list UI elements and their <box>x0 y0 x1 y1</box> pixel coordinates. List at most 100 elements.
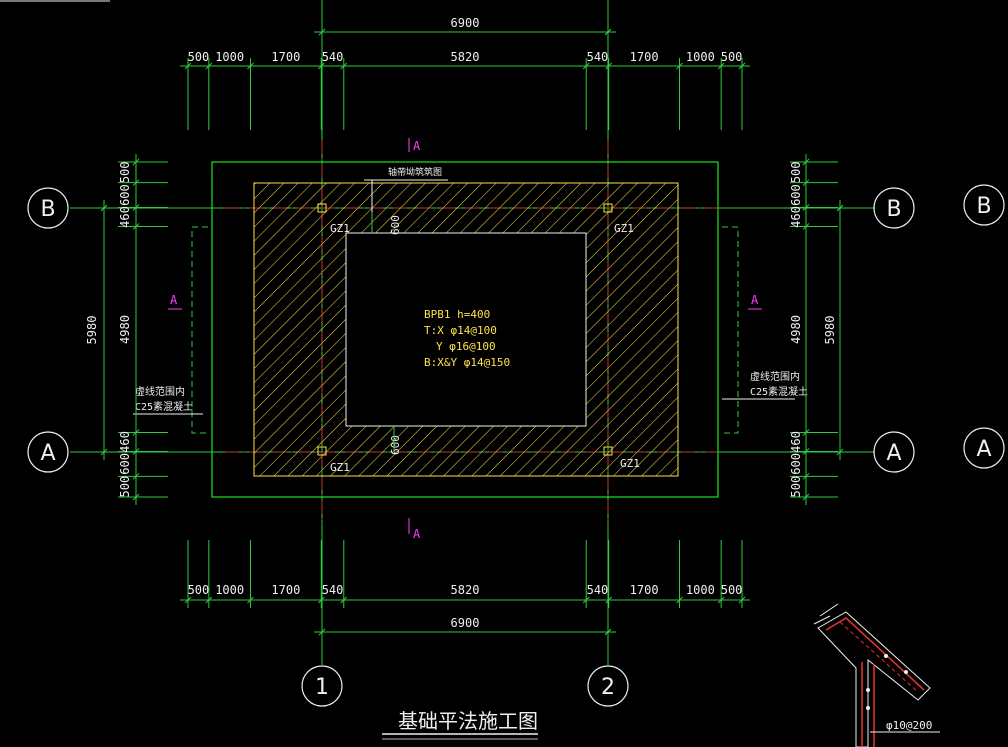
dim-label: 460 <box>118 431 132 453</box>
axis-label-bottom-2: 2 <box>601 675 615 700</box>
dim-tick <box>802 223 810 230</box>
dim-label: 500 <box>118 476 132 498</box>
column-marker <box>317 203 327 213</box>
note-text: C25素混凝土 <box>750 385 808 398</box>
note-text: 虚线范围内 <box>750 370 800 383</box>
column-marker <box>603 446 613 456</box>
outer-boundary <box>211 161 719 498</box>
slab-note-line: Y φ16@100 <box>436 340 496 353</box>
slab-note: BPB1 h=400 T:X φ14@100 Y φ16@100 B:X&Y φ… <box>424 308 510 369</box>
dim-tick <box>340 62 348 70</box>
slab-note-line: B:X&Y φ14@150 <box>424 356 510 369</box>
slab-note-line: BPB1 h=400 <box>424 308 490 321</box>
dim-tick <box>132 472 140 480</box>
section-mark: A <box>751 293 759 307</box>
axis-label-right-a: A <box>886 441 901 466</box>
dim-tick <box>318 628 326 636</box>
section-markers <box>168 138 762 534</box>
dim-tick <box>717 62 725 70</box>
dim-label: 500 <box>188 583 210 597</box>
axis-label-bottom-1: 1 <box>315 675 329 700</box>
dim-tick <box>132 493 140 501</box>
drawing-title: 基础平法施工图 <box>398 709 538 733</box>
dim-tick <box>132 223 140 230</box>
dim-label: 1700 <box>630 583 659 597</box>
column-label: GZ1 <box>330 222 350 235</box>
dim-tick <box>802 493 810 501</box>
dim-tick <box>205 62 213 70</box>
section-mark: A <box>170 293 178 307</box>
dim-label: 460 <box>789 206 803 228</box>
dim-tick <box>676 596 683 604</box>
dim-tick <box>582 62 590 70</box>
dim-label: 4980 <box>118 315 132 344</box>
dim-label: 600 <box>118 184 132 206</box>
dim-tick <box>582 596 590 604</box>
dim-label: 1000 <box>215 583 244 597</box>
dim-tick <box>100 448 108 456</box>
axis-label-left-b: B <box>40 197 55 222</box>
dim-label: 500 <box>721 50 743 64</box>
dim-tick <box>132 179 140 187</box>
axis-label-farright-a: A <box>976 437 991 462</box>
slab-note-line: T:X φ14@100 <box>424 324 497 337</box>
dim-label: 600 <box>789 184 803 206</box>
dim-label: 1700 <box>271 50 300 64</box>
column-markers <box>317 203 613 456</box>
dim-tick <box>802 472 810 480</box>
column-label: GZ1 <box>620 457 640 470</box>
dim-label: 500 <box>789 161 803 183</box>
axis-label-right-b: B <box>886 197 901 222</box>
dim-tick <box>738 596 746 604</box>
dim-label: 540 <box>322 50 344 64</box>
dim-tick <box>184 62 192 70</box>
dim-tick <box>676 62 683 70</box>
dim-label: 460 <box>118 206 132 228</box>
leader-note: 轴帶坳筑筑图 <box>388 166 442 178</box>
dim-tick <box>802 158 810 166</box>
dim-label: 540 <box>587 583 609 597</box>
dim-label: 500 <box>721 583 743 597</box>
axis-label-farright-b: B <box>976 194 991 219</box>
section-mark: A <box>413 139 421 153</box>
dim-tick <box>132 158 140 166</box>
dim-tick <box>836 448 844 456</box>
dim-label: 1000 <box>215 50 244 64</box>
section-mark: A <box>413 527 421 541</box>
note-text: 虚线范围内 <box>135 385 185 398</box>
inner-dim: 600 <box>389 435 402 455</box>
right-dashed-zone <box>722 226 739 434</box>
dim-label: 4980 <box>789 315 803 344</box>
dim-tick <box>738 62 746 70</box>
dim-label: 5820 <box>451 583 480 597</box>
dim-label: 460 <box>789 431 803 453</box>
column-label: GZ1 <box>614 222 634 235</box>
dim-label: 600 <box>118 453 132 475</box>
dim-tick <box>802 204 810 211</box>
dim-label: 1000 <box>686 50 715 64</box>
column-marker <box>603 203 613 213</box>
dim-tick <box>802 429 810 436</box>
slab-opening <box>345 232 587 427</box>
dim-tick <box>717 596 725 604</box>
dim-tick <box>836 204 844 212</box>
dim-tick <box>184 596 192 604</box>
rebar-label: φ10@200 <box>886 719 932 732</box>
axis-label-left-a: A <box>40 441 55 466</box>
dim-tick <box>247 62 254 70</box>
dim-tick <box>317 596 325 604</box>
dim-tick <box>247 596 254 604</box>
left-dashed-zone <box>191 226 208 434</box>
dim-tick <box>802 448 810 455</box>
dim-total-label: 6900 <box>451 616 480 630</box>
dim-label: 500 <box>188 50 210 64</box>
dim-tick <box>340 596 348 604</box>
column-marker <box>317 446 327 456</box>
dim-label: 1700 <box>630 50 659 64</box>
dim-label: 1700 <box>271 583 300 597</box>
dim-tick <box>802 179 810 187</box>
dim-tick <box>205 596 213 604</box>
dim-label: 600 <box>789 453 803 475</box>
dim-tick <box>317 62 325 70</box>
rebar-detail: φ10@200 <box>813 603 940 747</box>
